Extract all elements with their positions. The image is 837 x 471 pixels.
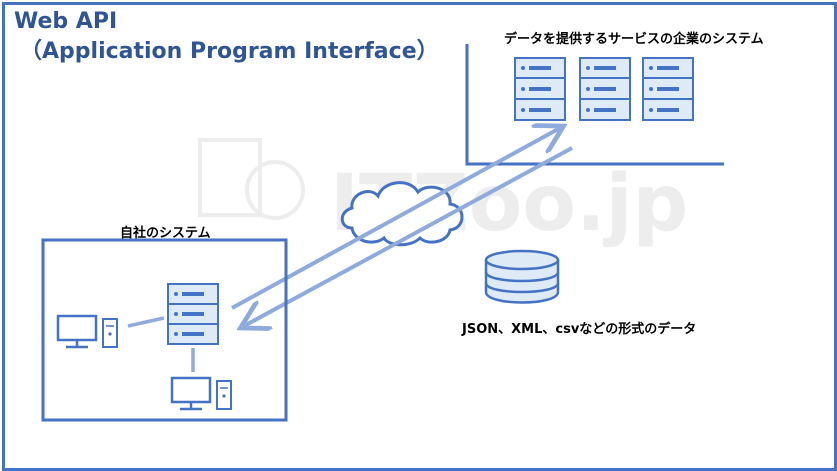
computer-icon-left (56, 314, 118, 349)
own-system-label: 自社のシステム (120, 226, 211, 241)
connection-line-left (127, 316, 165, 328)
title-line1: Web API (14, 9, 118, 34)
data-format-label: JSON、XML、csvなどの形式のデータ (462, 322, 697, 337)
response-arrow (244, 146, 573, 326)
own-server-rack (167, 283, 219, 345)
provider-server-rack-3 (642, 57, 694, 121)
computer-icon-bottom (170, 376, 232, 411)
provider-system-bracket (465, 44, 724, 166)
title-line2: （Application Program Interface） (20, 39, 439, 64)
own-system-box (41, 238, 288, 422)
provider-server-rack-1 (514, 57, 566, 121)
provider-system-label: データを提供するサービスの企業のシステム (504, 32, 764, 47)
provider-server-rack-2 (579, 57, 631, 121)
database-icon (484, 249, 560, 304)
